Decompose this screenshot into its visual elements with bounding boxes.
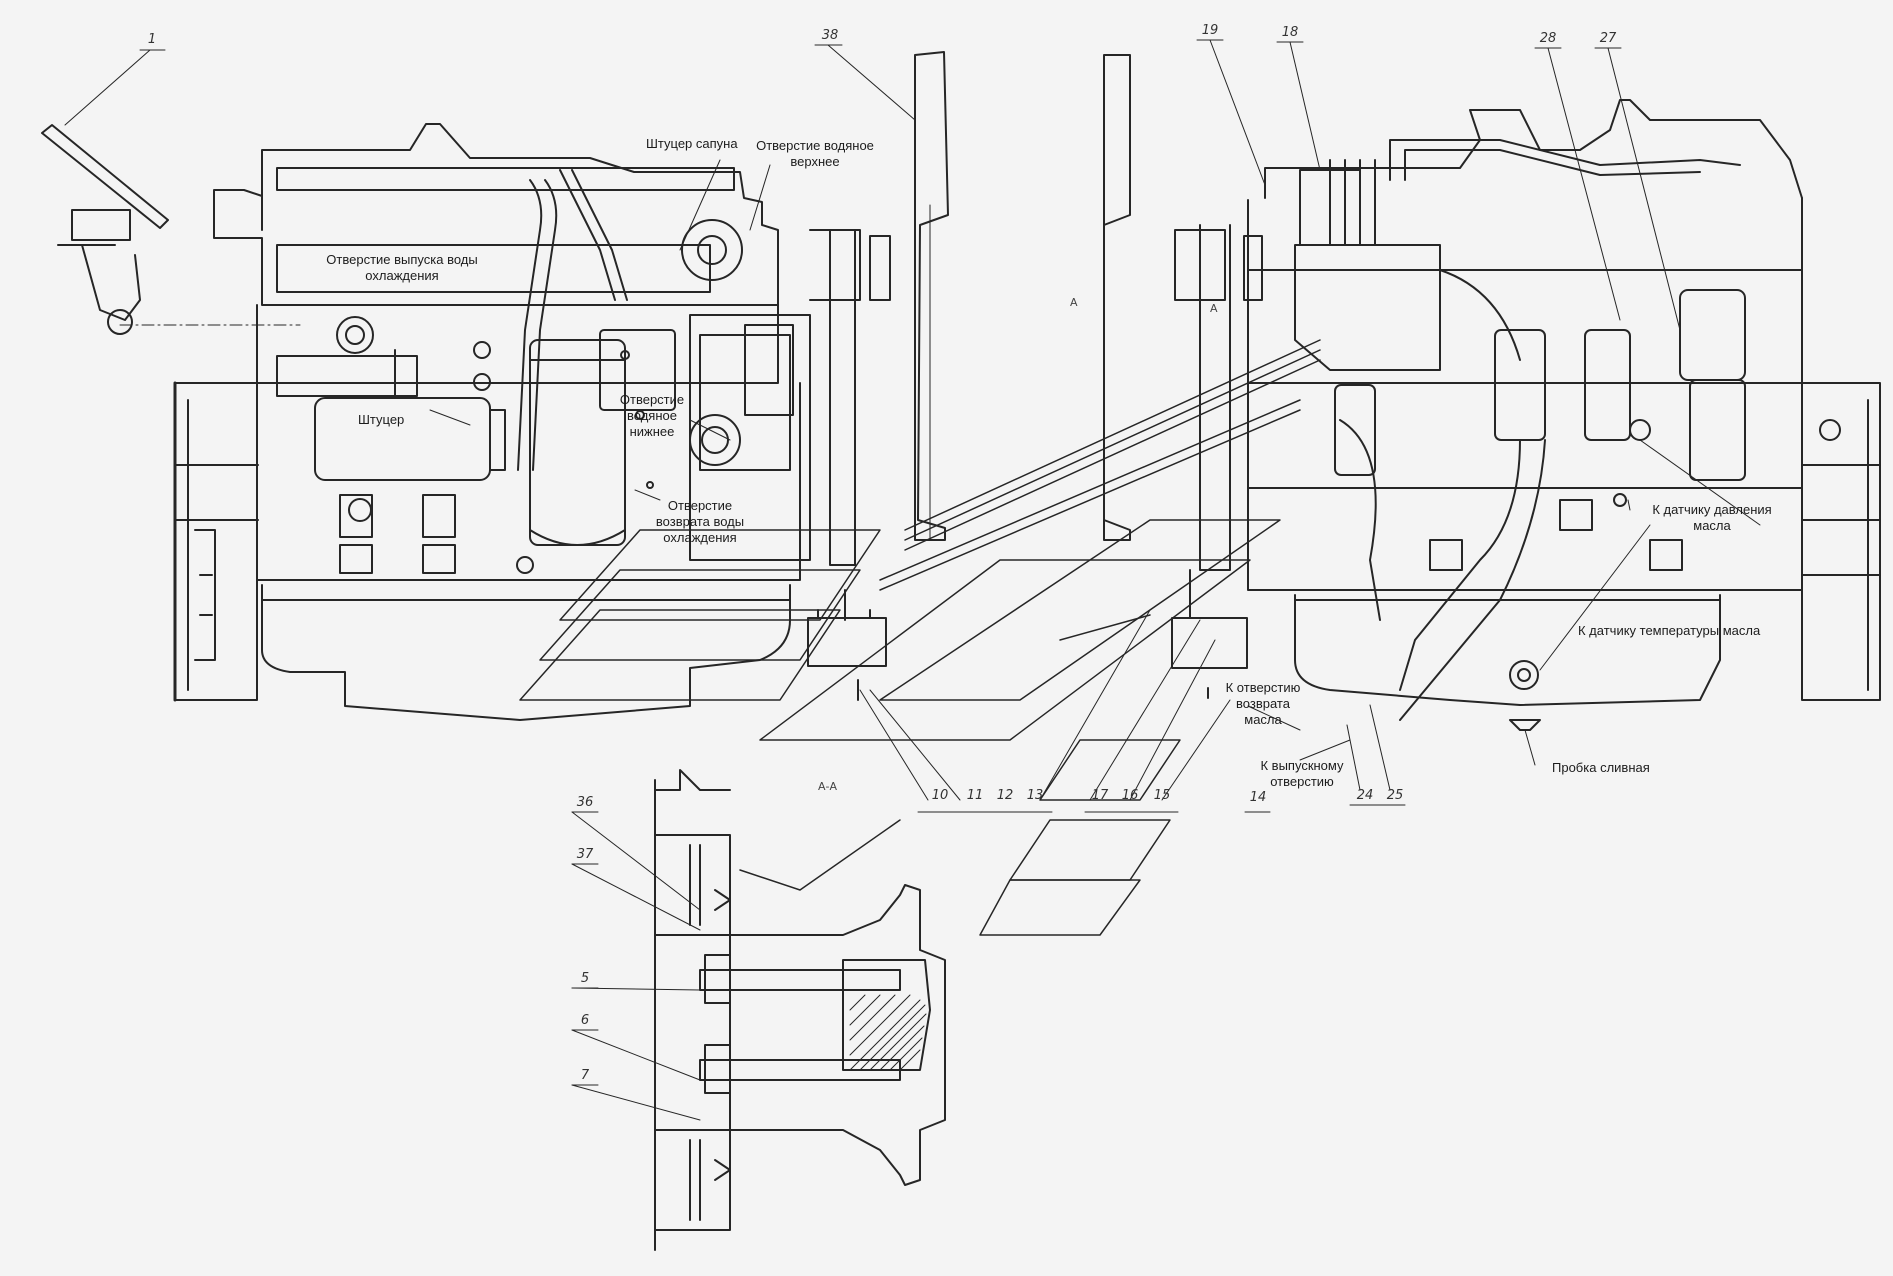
label-otv-vozvrata-2: возврата воды — [655, 514, 745, 529]
label-probka-slivnaya: Пробка сливная — [1552, 760, 1650, 775]
label-vozvrat-masla-3: масла — [1244, 712, 1282, 727]
callout-28: 28 — [1539, 31, 1557, 46]
label-shtucer: Штуцер — [358, 412, 405, 427]
label-vypusknoe-2: отверстию — [1270, 774, 1334, 789]
section-aa — [654, 769, 946, 1251]
callout-19: 19 — [1201, 23, 1219, 38]
left-engine — [173, 51, 949, 721]
label-otv-vozvrata-1: Отверстие — [667, 498, 733, 513]
callout-37: 37 — [576, 847, 594, 862]
callout-36: 36 — [576, 795, 594, 810]
label-otv-vozvrata-3: охлаждения — [663, 530, 737, 545]
callout-16: 16 — [1121, 788, 1139, 803]
leader-lines — [64, 39, 1761, 1121]
callout-38: 38 — [821, 28, 839, 43]
label-otv-vypuska-2: охлаждения — [365, 268, 439, 283]
label-datchik-davleniya-1: К датчику давления — [1652, 502, 1772, 517]
callout-13: 13 — [1026, 788, 1044, 803]
callout-14: 14 — [1249, 790, 1267, 805]
callout-17: 17 — [1091, 788, 1109, 803]
label-otv-nizhnee-2: водяное — [627, 408, 677, 423]
label-otv-nizhnee-1: Отверстие — [619, 392, 685, 407]
label-vypusknoe-1: К выпускному — [1260, 758, 1344, 773]
callout-25: 25 — [1386, 788, 1404, 803]
label-datchik-temp: К датчику температуры масла — [1578, 623, 1761, 638]
label-otv-vodyanoe-verhnee-1: Отверстие водяное — [756, 138, 874, 153]
label-datchik-davleniya-2: масла — [1693, 518, 1731, 533]
view-a-label-left: А — [1070, 296, 1078, 309]
callout-12: 12 — [996, 788, 1014, 803]
label-vozvrat-masla-2: возврата — [1236, 696, 1290, 711]
callout-10: 10 — [931, 788, 949, 803]
section-aa-label: А-А — [818, 780, 838, 793]
governor-lever — [41, 124, 169, 335]
callout-6: 6 — [580, 1013, 590, 1028]
hose-routing-lines — [519, 339, 1321, 936]
label-vozvrat-masla-1: К отверстию — [1225, 680, 1301, 695]
callout-11: 11 — [966, 788, 984, 803]
callout-24: 24 — [1356, 788, 1374, 803]
view-a-label-right: А — [1210, 302, 1218, 315]
callout-7: 7 — [580, 1068, 590, 1083]
right-engine — [1103, 54, 1881, 731]
label-otv-nizhnee-3: нижнее — [629, 424, 675, 439]
callout-27: 27 — [1599, 31, 1617, 46]
callout-underlines — [139, 39, 1622, 1086]
label-otv-vodyanoe-verhnee-2: верхнее — [790, 154, 840, 169]
label-shtucer-sapuna: Штуцер сапуна — [646, 136, 738, 151]
callout-5: 5 — [580, 971, 590, 986]
callout-1: 1 — [147, 32, 157, 47]
callout-18: 18 — [1281, 25, 1299, 40]
label-otv-vypuska-1: Отверстие выпуска воды — [326, 252, 478, 267]
callout-15: 15 — [1153, 788, 1171, 803]
